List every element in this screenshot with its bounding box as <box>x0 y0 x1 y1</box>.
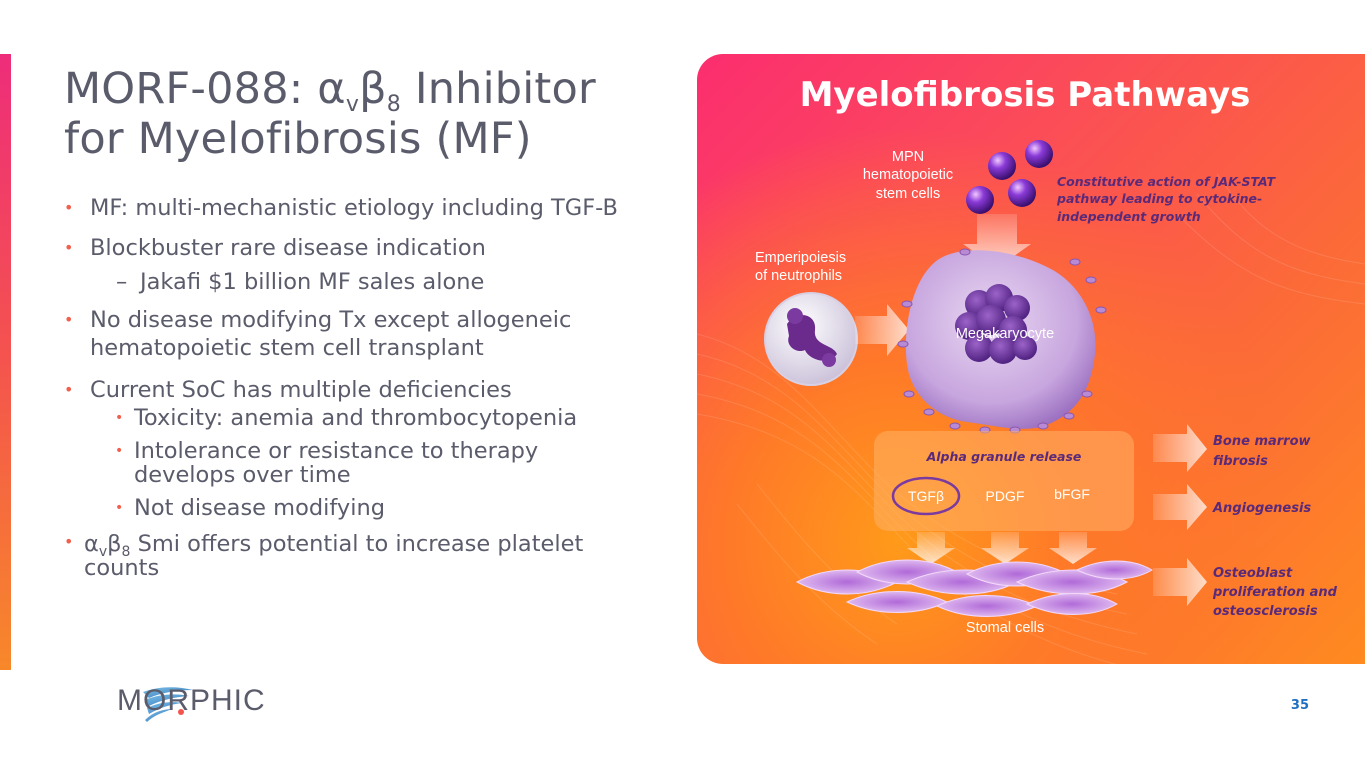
figure-title: Myelofibrosis Pathways <box>800 75 1251 115</box>
osteoblast-arrow <box>1153 558 1207 606</box>
bullet-sub: v <box>98 544 108 560</box>
bullet-item: • No disease modifying Tx except allogen… <box>64 306 624 362</box>
pdgf-down-arrow <box>981 532 1029 564</box>
page-number: 35 <box>1290 698 1309 713</box>
bone-marrow-line: Bone marrow <box>1213 434 1312 449</box>
sub-bullet-text: Toxicity: anemia and thrombocytopenia <box>134 405 578 431</box>
emperipoiesis-line: Emperipoiesis <box>755 250 846 266</box>
pdgf-label: PDGF <box>986 488 1025 504</box>
alpha-granule-label: Alpha granule release <box>926 449 1082 464</box>
bullet-dot: • <box>115 443 124 459</box>
bullet-dot: • <box>64 310 74 329</box>
slide-title: MORF-088: αvβ8 Inhibitor for Myelofibros… <box>64 64 644 164</box>
jak-stat-label: Constitutive action of JAK-STAT pathway … <box>1056 174 1276 224</box>
title-line-2: for Myelofibrosis (MF) <box>64 114 532 164</box>
angiogenesis-arrow <box>1153 484 1207 530</box>
megakaryocyte-nucleus <box>955 284 1037 364</box>
accent-bar <box>0 54 11 670</box>
emperipoiesis-label: Emperipoiesis of neutrophils <box>755 250 846 284</box>
stomal-cells-label: Stomal cells <box>966 620 1044 636</box>
bullet-text: α <box>84 531 99 557</box>
jak-stat-line: pathway leading to cytokine- <box>1056 191 1262 206</box>
tgfb-down-arrow <box>907 532 955 564</box>
title-sub-1: v <box>345 92 360 117</box>
bullet-sub: 8 <box>121 544 131 560</box>
jak-stat-line: independent growth <box>1057 209 1201 224</box>
alpha-granule-box <box>874 431 1134 531</box>
bullet-list: • MF: multi-mechanistic etiology includi… <box>64 194 624 580</box>
tgfb-label: TGFβ <box>908 488 944 504</box>
angiogenesis-label: Angiogenesis <box>1212 501 1311 516</box>
bfgf-down-arrow <box>1049 532 1097 564</box>
mpn-label-line: hematopoietic <box>863 167 953 183</box>
megakaryocyte-label: Megakaryocyte <box>956 326 1054 342</box>
bullet-dot: • <box>64 532 74 551</box>
title-text-3: Inhibitor <box>400 64 596 114</box>
title-text-2: β <box>359 64 387 114</box>
stem-cells <box>966 140 1053 214</box>
sub-bullet-text: Not disease modifying <box>134 495 386 521</box>
osteoblast-line: proliferation and <box>1212 585 1338 600</box>
sub-bullet-item: – Jakafi $1 billion MF sales alone <box>64 268 624 296</box>
mpn-label-line: MPN <box>892 149 924 165</box>
sub-bullet-item: • Intolerance or resistance to therapy d… <box>64 439 624 487</box>
neutrophil-arrow <box>855 304 909 356</box>
osteoblast-line: osteosclerosis <box>1213 604 1318 619</box>
bullet-dot: • <box>64 380 74 399</box>
sub-bullet-text: Intolerance or resistance to therapy dev… <box>134 438 539 488</box>
bullet-item: • αvβ8 Smi offers potential to increase … <box>64 532 624 580</box>
bullet-dot: • <box>115 500 124 516</box>
bullet-item: • Current SoC has multiple deficiencies <box>64 376 624 404</box>
mpn-label: MPN hematopoietic stem cells <box>863 149 953 202</box>
morphic-swoosh-icon <box>143 687 193 722</box>
bullet-text: No disease modifying Tx except allogenei… <box>90 307 572 361</box>
stromal-cells <box>795 559 1153 617</box>
sub-bullet-text: Jakafi $1 billion MF sales alone <box>140 269 485 295</box>
bullet-text: β <box>107 531 122 557</box>
title-sub-2: 8 <box>386 92 401 117</box>
title-text-1: MORF-088: α <box>64 64 346 114</box>
sub-bullet-item: • Not disease modifying <box>64 496 624 520</box>
bullet-text: Smi offers potential to increase platele… <box>84 531 584 581</box>
emperipoiesis-line: of neutrophils <box>755 268 842 284</box>
bullet-item: • Blockbuster rare disease indication <box>64 234 624 262</box>
jak-stat-line: Constitutive action of JAK-STAT <box>1057 174 1276 189</box>
bullet-dot: • <box>64 198 74 217</box>
dash-glyph: – <box>116 269 128 295</box>
bone-marrow-line: fibrosis <box>1213 454 1268 469</box>
bullet-dot: • <box>115 410 124 426</box>
bullet-text: Blockbuster rare disease indication <box>90 235 486 261</box>
bullet-item: • MF: multi-mechanistic etiology includi… <box>64 194 624 222</box>
bullet-dot: • <box>64 238 74 257</box>
mpn-label-line: stem cells <box>876 186 940 202</box>
bfgf-label: bFGF <box>1054 486 1090 502</box>
outcome-labels: Bone marrow fibrosis Angiogenesis Osteob… <box>1212 434 1338 619</box>
bullet-text: Current SoC has multiple deficiencies <box>90 377 512 403</box>
logo-text: MORPHIC <box>117 684 266 717</box>
tgfb-highlight-ring <box>891 476 961 516</box>
osteoblast-line: Osteoblast <box>1213 566 1293 581</box>
sub-bullet-item: • Toxicity: anemia and thrombocytopenia <box>64 406 624 430</box>
pathway-diagram: Myelofibrosis Pathways MPN hematopoietic… <box>697 75 1365 664</box>
pathway-figure: Myelofibrosis Pathways MPN hematopoietic… <box>697 54 1365 664</box>
neutrophil-cell <box>764 292 858 386</box>
bullet-text: MF: multi-mechanistic etiology including… <box>90 195 618 221</box>
fibrosis-arrow <box>1153 424 1207 472</box>
